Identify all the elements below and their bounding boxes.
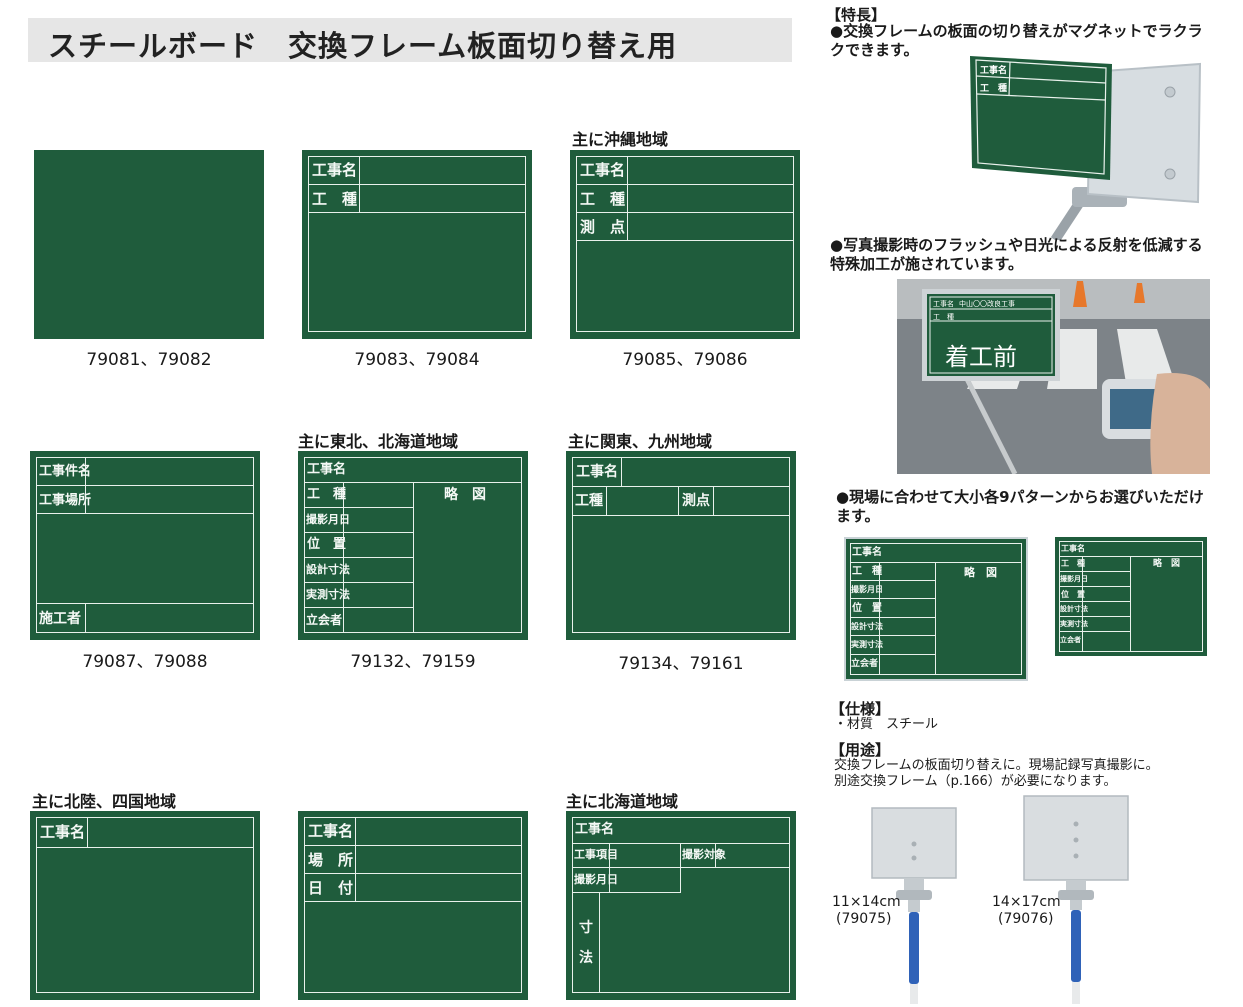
photo-board-small-text: 中山〇〇改良工事: [959, 300, 1015, 308]
sample-label: 設計寸法: [851, 622, 883, 631]
board-label: 工事名: [575, 822, 615, 837]
sample-label: 工 種: [852, 566, 882, 577]
board-label: 工事場所: [39, 493, 92, 508]
board-code: 79083、79084: [354, 350, 480, 370]
board-label: 工事項目: [574, 848, 618, 861]
frame-code: (79076): [998, 911, 1054, 927]
board-label: 工事名: [576, 464, 618, 480]
photo-board-label: 工事名: [980, 66, 1008, 76]
board-label: 撮影月日: [574, 873, 618, 886]
spec-material: ・材質 スチール: [834, 717, 939, 732]
sample-label: 位 置: [852, 603, 882, 614]
board-hokuriku: 工事名: [30, 811, 260, 1000]
region-label: 主に沖縄地域: [572, 130, 669, 149]
photo-board-handwriting: 着工前: [945, 343, 1017, 371]
board-label: 工 種: [307, 487, 347, 502]
photo-board-label: 工事名: [933, 300, 954, 308]
board-label: 工種: [575, 493, 603, 509]
board-label: 立会者: [306, 613, 343, 627]
board-label: 場 所: [308, 851, 354, 869]
sample-label: 立会者: [1060, 636, 1081, 644]
sample-board-a: 工事名 工 種 撮影月日 位 置 設計寸法 実測寸法 立会者 略 図: [844, 537, 1028, 681]
board-label: 施工者: [39, 611, 81, 627]
usage-line-1: 交換フレームの板面切り替えに。現場記録写真撮影に。: [834, 758, 1159, 773]
frame-product-large: [1022, 794, 1132, 1006]
board-code: 79081、79082: [86, 350, 212, 370]
photo-street-scene: 工事名 中山〇〇改良工事 工 種 着工前: [897, 279, 1210, 474]
board-label: 法: [579, 950, 593, 966]
sample-board-b: 工事名 工 種 撮影月日 位 置 設計寸法 実測寸法 立会者 略 図: [1055, 537, 1207, 656]
sample-label: 実測寸法: [851, 640, 883, 649]
board-code: 79087、79088: [82, 652, 208, 672]
board-label: 位 置: [307, 537, 347, 552]
title-bar: スチールボード 交換フレーム板面切り替え用: [28, 18, 792, 63]
board-79087: 工事件名 工事場所 施工者: [30, 451, 260, 640]
usage-heading: 【用途】: [830, 741, 891, 759]
usage-line-2: 別途交換フレーム（p.166）が必要になります。: [834, 774, 1117, 789]
board-code: 79132、79159: [350, 652, 476, 672]
sample-label: 工事名: [1061, 544, 1085, 553]
board-label: 実測寸法: [306, 588, 350, 601]
board-label: 工事名: [312, 161, 358, 179]
board-basho: 工事名 場 所 日 付: [298, 811, 528, 1000]
sample-label: 実測寸法: [1060, 620, 1088, 628]
board-code: 79134、79161: [618, 654, 744, 674]
photo-board-on-frame: 工事名 工 種: [960, 52, 1210, 240]
board-79083: 工事名 工 種: [302, 150, 532, 339]
board-label: 工事名: [308, 822, 354, 840]
photo-board-label: 工 種: [980, 84, 1008, 94]
board-label: 工事名: [580, 161, 626, 179]
board-label: 工事件名: [39, 464, 92, 479]
sample-label: 略 図: [964, 566, 997, 579]
sample-label: 工 種: [1061, 559, 1085, 568]
region-label: 主に北海道地域: [566, 792, 679, 811]
board-label: 測点: [682, 493, 710, 509]
feature-2: ●写真撮影時のフラッシュや日光による反射を低減する特殊加工が施されています。: [830, 236, 1203, 273]
sample-label: 撮影月日: [851, 585, 883, 594]
frame-code: (79075): [836, 911, 892, 927]
board-label: 測 点: [580, 218, 626, 236]
board-79085: 工事名 工 種 測 点: [570, 150, 800, 339]
board-label: 撮影対象: [682, 848, 726, 861]
sample-label: 設計寸法: [1060, 605, 1088, 613]
sample-label: 略 図: [1153, 559, 1181, 569]
board-label: 工事名: [40, 823, 86, 841]
sample-label: 工事名: [852, 547, 882, 558]
board-hokkaido: 工事名 工事項目 撮影対象 撮影月日 寸 法: [566, 811, 796, 1000]
region-label: 主に東北、北海道地域: [298, 432, 459, 451]
board-label: 工事名: [307, 462, 347, 477]
board-label: 工 種: [312, 190, 358, 208]
board-label: 設計寸法: [306, 563, 350, 576]
board-79134: 工事名 工種 測点: [566, 451, 796, 640]
board-label: 寸: [579, 920, 593, 936]
board-label: 撮影月日: [306, 513, 350, 526]
sample-label: 立会者: [851, 659, 879, 669]
feature-3: ●現場に合わせて大小各9パターンからお選びいただけます。: [836, 488, 1204, 525]
feature-1: ●交換フレームの板面の切り替えがマグネットでラクラクできます。: [830, 22, 1203, 59]
page-title: スチールボード 交換フレーム板面切り替え用: [48, 29, 678, 63]
sample-label: 位 置: [1061, 590, 1085, 599]
region-label: 主に北陸、四国地域: [32, 792, 177, 811]
frame-product-small: [870, 806, 960, 1006]
frame-size: 14×17cm: [992, 894, 1061, 910]
spec-heading: 【仕様】: [830, 700, 891, 718]
region-label: 主に関東、九州地域: [568, 432, 713, 451]
frame-size: 11×14cm: [832, 894, 901, 910]
board-79132: 工事名 工 種 撮影月日 位 置 設計寸法 実測寸法 立会者 略 図: [298, 451, 528, 640]
photo-board-label: 工 種: [933, 313, 954, 321]
board-label: 工 種: [580, 190, 626, 208]
board-blank: [34, 150, 264, 339]
sample-label: 撮影月日: [1060, 575, 1088, 583]
board-label: 日 付: [308, 879, 354, 897]
features-heading: 【特長】: [826, 6, 887, 24]
board-label: 略 図: [444, 487, 486, 503]
board-code: 79085、79086: [622, 350, 748, 370]
